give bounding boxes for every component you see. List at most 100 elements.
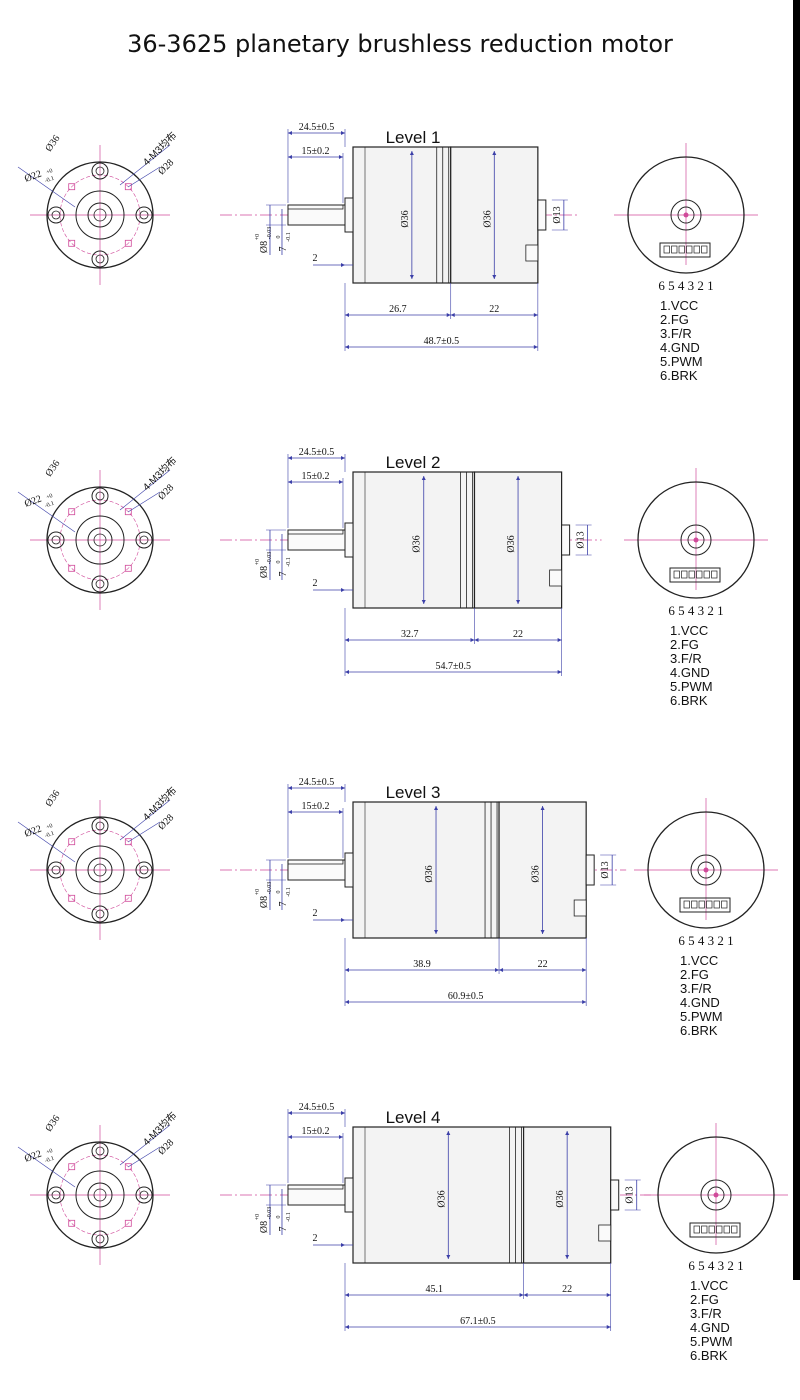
hole-tolerance-top: +0 [46, 823, 54, 831]
shaft-tolerance-bottom: -0.03 [267, 552, 273, 565]
flange-boss [344, 522, 354, 558]
bolt-hole-inner [95, 1146, 105, 1156]
step-dim: 2 [313, 253, 353, 267]
rear-boss-inner [707, 1186, 725, 1204]
body-diameter-dim-label: Ø36 [412, 535, 423, 552]
connector-pin [683, 900, 690, 909]
pin-item: 2.FG [690, 1292, 719, 1307]
boss-diameter-label: Ø13 [576, 531, 587, 548]
connector-pin [681, 570, 688, 579]
shaft-length-dim-label: 24.5±0.5 [299, 777, 335, 788]
bolt-hole-inner [139, 1190, 149, 1200]
dimension-arrow [446, 1255, 451, 1259]
bolt-hole-inner [139, 865, 149, 875]
center-boss [75, 515, 125, 565]
leader-line [127, 821, 161, 843]
mounting-screw-hole [68, 183, 76, 191]
mounting-screw-hole [124, 1219, 132, 1227]
boss-diameter-label: Ø13 [600, 861, 611, 878]
connector-pin [698, 900, 705, 909]
dimension-arrow [446, 1131, 451, 1135]
page-title: 36-3625 planetary brushless reduction mo… [127, 30, 673, 58]
hole-tolerance-bottom: -0.1 [44, 1156, 55, 1165]
leader-line [17, 821, 76, 863]
dimension-arrow [345, 968, 349, 972]
total-length-dim: 48.7±0.5 [345, 336, 538, 349]
pin-item: 3.F/R [690, 1306, 722, 1321]
output-shaft [287, 1184, 346, 1206]
shaft-end [93, 863, 107, 877]
rear-center-point [713, 1192, 719, 1198]
motor-length-dim-label: 22 [562, 1284, 572, 1295]
flat-length-dim-label: 15±0.2 [301, 471, 329, 482]
pin-item: 2.FG [660, 312, 689, 327]
pin-item: 6.BRK [660, 368, 698, 383]
connector-pin [696, 570, 703, 579]
dimension-arrow [287, 480, 292, 484]
motor-diameter-dim: Ø36 [555, 1131, 570, 1259]
rear-boss-inner [687, 531, 705, 549]
leader-line [119, 799, 171, 841]
flat-dimension-label: 7 [278, 1227, 289, 1232]
bolt-hole [91, 575, 109, 593]
dimension-arrow [345, 638, 349, 642]
mounting-screw-hole [124, 838, 132, 846]
flat-tolerance-bottom: -0.1 [286, 1212, 292, 1222]
shaft-end [93, 208, 107, 222]
boss-diameter-dim: Ø13 [551, 199, 568, 231]
connector-pin [673, 570, 680, 579]
shaft-bore [87, 1182, 113, 1208]
shaft-tolerance-top: +0 [255, 234, 261, 240]
right-edge-strip [793, 0, 800, 1280]
step-label: 2 [313, 908, 318, 919]
pin-connector [659, 242, 711, 258]
pin-item: 1.VCC [690, 1278, 729, 1293]
flange-outline [46, 486, 154, 594]
center-boss [75, 1170, 125, 1220]
dimension-arrow [341, 1111, 345, 1115]
connector-pin [701, 245, 708, 254]
rear-outline [627, 156, 745, 274]
dimension-arrow [338, 810, 343, 814]
connector-pin [706, 900, 713, 909]
shaft-tolerance-bottom: -0.03 [267, 882, 273, 895]
connector-pin [688, 570, 695, 579]
dimension-arrow [287, 131, 292, 135]
pin-connector [679, 897, 731, 913]
shaft-end [93, 1188, 107, 1202]
flat-dimension-label: 7 [278, 902, 289, 907]
cable-connector [525, 244, 539, 262]
dimension-arrow [287, 456, 292, 460]
gearbox-length-dim: 45.1 [345, 1284, 524, 1297]
bolt-hole [135, 206, 153, 224]
connector-pin [716, 1225, 723, 1234]
pin-connector [669, 567, 721, 583]
connector-pin [686, 245, 693, 254]
shaft-length-dim: 24.5±0.5 [287, 777, 345, 790]
gearbox-length-dim-label: 26.7 [389, 304, 407, 315]
step-dim: 2 [313, 578, 353, 592]
pcd-label: Ø28 [156, 812, 176, 832]
leader-line [127, 491, 161, 513]
dimension-arrow [492, 151, 497, 155]
dimension-arrow [421, 476, 426, 480]
total-length-dim-label: 67.1±0.5 [460, 1316, 496, 1327]
total-length-dim: 67.1±0.5 [345, 1316, 611, 1329]
flat-length-dim-label: 15±0.2 [301, 146, 329, 157]
connector-pin [691, 900, 698, 909]
bolt-hole-inner [139, 210, 149, 220]
total-length-dim-label: 48.7±0.5 [424, 336, 460, 347]
connector-pin [721, 900, 728, 909]
bolt-hole [91, 1142, 109, 1160]
shaft-diameter-label: Ø8 [259, 566, 270, 578]
motor-length-dim-label: 22 [489, 304, 499, 315]
motor-diameter-dim: Ø36 [506, 476, 521, 604]
